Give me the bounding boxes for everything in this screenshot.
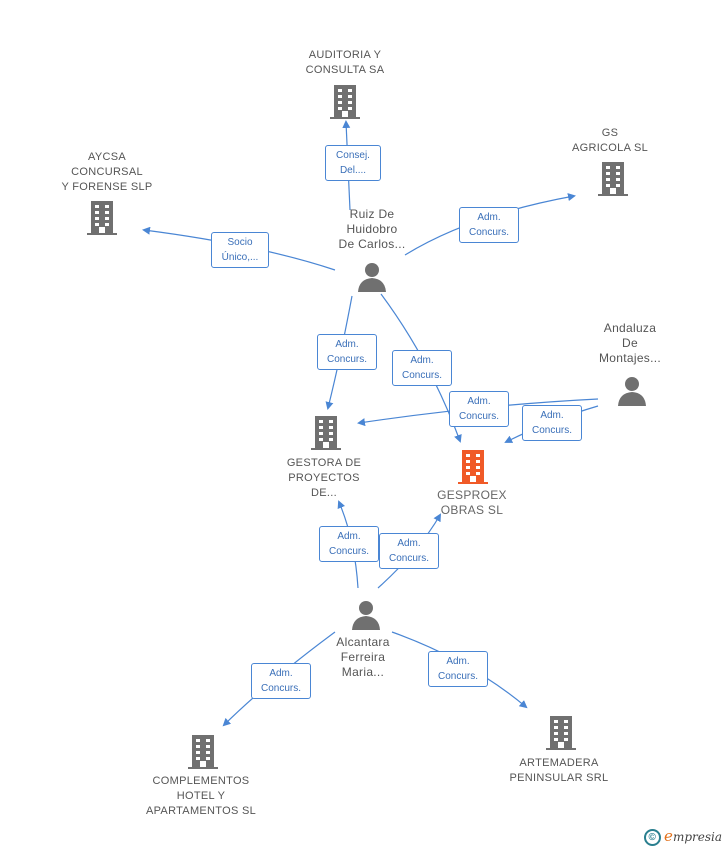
- building-focus-icon: [458, 450, 488, 484]
- edge-label-adm-concurs[interactable]: Adm.Concurs.: [379, 533, 439, 569]
- node-label-gestora[interactable]: GESTORA DE PROYECTOS DE...: [286, 457, 362, 499]
- node-label-alcantara[interactable]: Alcantara Ferreira Maria...: [336, 635, 390, 679]
- building-icon: [188, 735, 218, 769]
- empresia-watermark: © empresia: [643, 826, 722, 846]
- building-icon: [546, 716, 576, 750]
- edge-label-adm-concurs[interactable]: Adm.Concurs.: [428, 651, 488, 687]
- copyright-icon: ©: [643, 829, 661, 846]
- edge-label-adm-concurs[interactable]: Adm.Concurs.: [251, 663, 311, 699]
- edge-label-adm-concurs[interactable]: Adm.Concurs.: [522, 405, 582, 441]
- edge-label-adm-concurs[interactable]: Adm.Concurs.: [319, 526, 379, 562]
- node-label-complementos[interactable]: COMPLEMENTOS HOTEL Y APARTAMENTOS SL: [145, 775, 257, 817]
- brand-name: mpresia: [672, 829, 722, 844]
- edge-label-adm-concurs[interactable]: Adm.Concurs.: [392, 350, 452, 386]
- building-icon: [311, 416, 341, 450]
- edge-label-adm-concurs[interactable]: Adm.Concurs.: [459, 207, 519, 243]
- edge-label-consej[interactable]: Consej.Del....: [325, 145, 381, 181]
- node-label-gesproex[interactable]: GESPROEX OBRAS SL: [437, 488, 507, 517]
- building-icon: [87, 201, 117, 235]
- edge-label-adm-concurs[interactable]: Adm.Concurs.: [317, 334, 377, 370]
- node-label-aycsa[interactable]: AYCSA CONCURSAL Y FORENSE SLP: [61, 151, 153, 193]
- person-icon: [352, 601, 380, 630]
- person-icon: [358, 263, 386, 292]
- node-label-andaluza[interactable]: Andaluza De Montajes...: [599, 321, 661, 365]
- building-icon: [598, 162, 628, 196]
- node-label-artemadera[interactable]: ARTEMADERA PENINSULAR SRL: [509, 757, 609, 784]
- node-label-gs-agricola[interactable]: GS AGRICOLA SL: [571, 127, 649, 154]
- building-icon: [330, 85, 360, 119]
- edge-label-adm-concurs[interactable]: Adm.Concurs.: [449, 391, 509, 427]
- brand-initial: e: [664, 826, 673, 845]
- node-label-auditoria[interactable]: AUDITORIA Y CONSULTA SA: [305, 49, 385, 76]
- node-label-ruiz[interactable]: Ruiz De Huidobro De Carlos...: [338, 207, 406, 251]
- person-icon: [618, 377, 646, 406]
